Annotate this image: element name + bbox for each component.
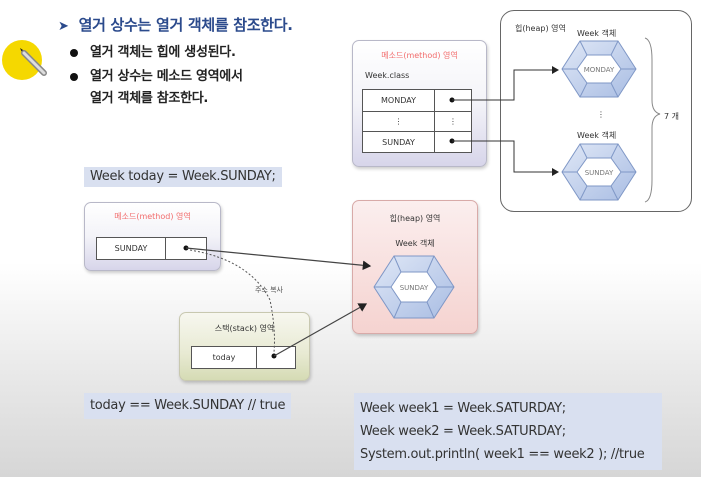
arrow-bullet-icon: ➤ <box>58 19 69 34</box>
hexagon-sunday-top: SUNDAY <box>561 143 637 201</box>
bottom-heap-area-label: 힙(heap) 영역 <box>389 214 441 223</box>
bottom-method-area-panel: 메소드(method) 영역 SUNDAY <box>84 202 221 271</box>
top-method-area-label: 메소드(method) 영역 <box>381 51 458 60</box>
code-line-1: Week week1 = Week.SATURDAY; <box>360 401 566 416</box>
bullet-dot-icon <box>70 48 78 57</box>
heap-ellipsis: ⋮ <box>597 110 605 119</box>
bullet-2-continuation: 열거 객체를 참조한다. <box>90 91 209 106</box>
heap-object-title-monday: Week 객체 <box>577 29 617 38</box>
code-snippet-today-compare: today == Week.SUNDAY // true <box>84 393 292 419</box>
method-to-heap-arrow <box>185 247 372 271</box>
hexagon-sunday-bottom-label: SUNDAY <box>400 284 429 292</box>
bullet-2-text: 열거 상수는 메소드 영역에서 <box>90 69 243 84</box>
code-line-3: System.out.println( week1 == week2 ); //… <box>360 447 645 462</box>
code-snippet-week-compare: Week week1 = Week.SATURDAY; Week week2 =… <box>354 393 662 470</box>
slide-title-text: 열거 상수는 열거 객체를 참조한다. <box>78 16 293 34</box>
bottom-row-sunday-name: SUNDAY <box>96 237 166 260</box>
top-method-area-panel: 메소드(method) 영역 Week.class MONDAY ⋮ ⋮ SUN… <box>352 40 487 167</box>
sunday-ref-arrow <box>452 140 559 176</box>
stack-area-label: 스택(stack) 영역 <box>214 324 275 333</box>
stack-to-heap-arrow <box>273 303 368 357</box>
code-snippet-today-assign: Week today = Week.SUNDAY; <box>84 167 282 187</box>
top-heap-area-label: 힙(heap) 영역 <box>515 24 566 33</box>
hexagon-sunday-top-label: SUNDAY <box>585 169 614 177</box>
bullet-dot-icon <box>70 72 78 81</box>
bottom-heap-object-title: Week 객체 <box>395 239 435 248</box>
address-copy-dashed-arrow <box>189 249 275 353</box>
hexagon-monday: MONDAY <box>561 40 637 98</box>
pen-cursor-icon <box>20 48 47 76</box>
hexagon-sunday-bottom: SUNDAY <box>373 255 455 319</box>
bullet-2: 열거 상수는 메소드 영역에서 <box>70 65 243 84</box>
slide-title: ➤ 열거 상수는 열거 객체를 참조한다. <box>58 14 293 35</box>
bullet-1: 열거 객체는 힙에 생성된다. <box>70 41 236 60</box>
monday-ref-arrow <box>452 66 559 101</box>
heap-object-title-sunday: Week 객체 <box>577 131 617 140</box>
brace-icon <box>644 37 661 203</box>
bottom-method-area-label: 메소드(method) 영역 <box>114 212 191 221</box>
cursor-highlight <box>2 40 42 80</box>
code-line-2: Week week2 = Week.SATURDAY; <box>360 424 566 439</box>
object-count-label: 7 개 <box>664 112 679 121</box>
address-copy-label: 주소 복사 <box>255 285 284 294</box>
hexagon-monday-label: MONDAY <box>584 66 615 74</box>
week-class-label: Week.class <box>365 71 410 80</box>
bullet-1-text: 열거 객체는 힙에 생성된다. <box>90 45 236 60</box>
